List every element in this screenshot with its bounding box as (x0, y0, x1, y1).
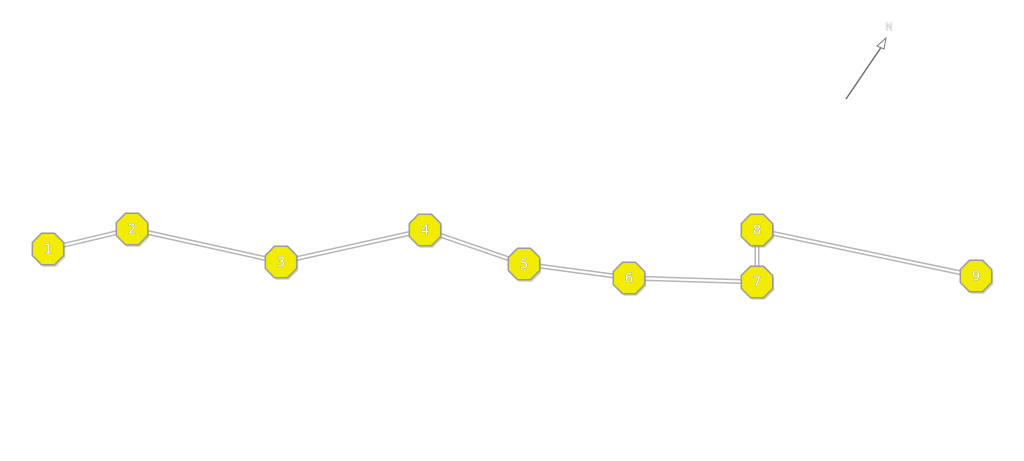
node-5[interactable]: 5 (507, 247, 542, 282)
node-2[interactable]: 2 (115, 212, 150, 247)
node-3[interactable]: 3 (264, 245, 299, 280)
edge-2-3 (129, 226, 284, 265)
node-octagon (959, 259, 993, 293)
north-label: N (885, 22, 892, 33)
node-label: 5 (520, 258, 528, 273)
edge-8-9 (754, 227, 979, 279)
node-4[interactable]: 4 (408, 213, 443, 248)
node-octagon (31, 232, 65, 266)
edge-3-4 (278, 227, 428, 265)
node-octagon (740, 265, 774, 299)
node-label: 1 (44, 243, 52, 258)
node-label: 8 (753, 224, 761, 239)
node-label: 7 (753, 276, 761, 291)
node-label: 4 (421, 224, 429, 239)
node-label: 2 (128, 223, 136, 238)
nodes-layer: 1 2 3 4 5 6 7 8 9 (31, 212, 994, 300)
node-octagon (612, 261, 646, 295)
node-octagon (740, 213, 774, 247)
node-label: 9 (972, 270, 980, 285)
node-octagon (507, 247, 541, 281)
node-octagon (408, 213, 442, 247)
node-1[interactable]: 1 (31, 232, 66, 267)
edge-5-6 (521, 261, 632, 281)
node-label: 6 (625, 272, 633, 287)
node-label: 3 (277, 256, 285, 271)
node-octagon (115, 212, 149, 246)
node-octagon (264, 245, 298, 279)
node-7[interactable]: 7 (740, 265, 775, 300)
node-9[interactable]: 9 (959, 259, 994, 294)
node-6[interactable]: 6 (612, 261, 647, 296)
north-arrow-icon: N (845, 22, 893, 100)
edge-4-5 (422, 227, 527, 267)
edge-6-7 (626, 275, 760, 285)
node-8[interactable]: 8 (740, 213, 775, 248)
